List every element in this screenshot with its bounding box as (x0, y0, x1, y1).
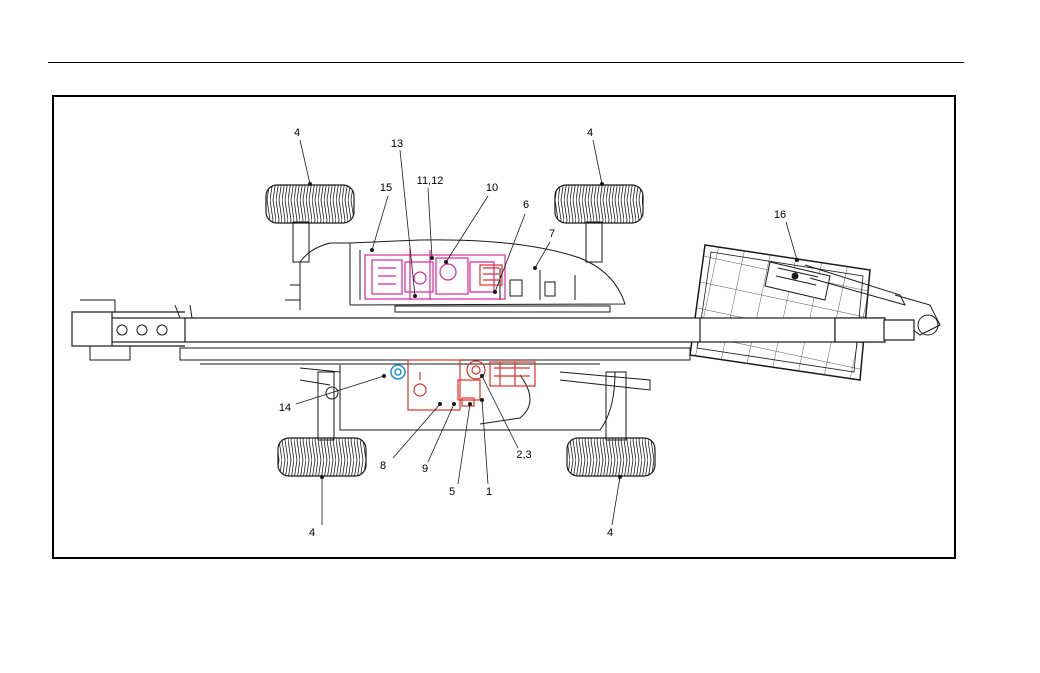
callout-1: 1 (486, 486, 492, 498)
callout-16: 16 (774, 209, 786, 221)
callout-6: 6 (523, 199, 529, 211)
callout-10: 10 (486, 182, 498, 194)
callout-14: 14 (279, 402, 291, 414)
wheel-front-right (555, 185, 643, 223)
callout-8: 8 (380, 460, 386, 472)
callout-wheel-rear-left: 4 (309, 527, 315, 539)
boom-holes (117, 325, 167, 335)
callout-7: 7 (549, 228, 555, 240)
callout-2-3: 2,3 (516, 449, 531, 461)
pump-valve-red (458, 361, 535, 406)
hydraulic-tank-red (408, 360, 460, 410)
callout-wheel-front-right: 4 (587, 127, 593, 139)
callout-9: 9 (422, 463, 428, 475)
callout-5: 5 (449, 486, 455, 498)
callout-wheel-rear-right: 4 (607, 527, 613, 539)
wheel-rear-right (567, 438, 655, 476)
callout-wheel-front-left: 4 (294, 127, 300, 139)
wheel-rear-left (278, 438, 366, 476)
callout-15: 15 (380, 182, 392, 194)
wheel-front-left (266, 185, 354, 223)
callout-13: 13 (391, 138, 403, 150)
lower-deck (300, 365, 650, 430)
callout-11-12: 11,12 (417, 175, 444, 187)
blue-filter-component (391, 365, 405, 379)
